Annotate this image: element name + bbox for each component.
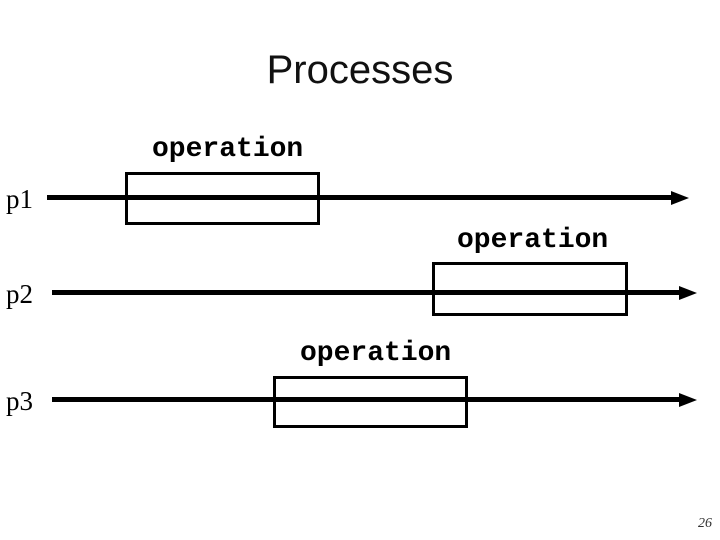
arrowhead-icon-p2 — [679, 285, 697, 300]
operation-label-p3: operation — [300, 338, 452, 369]
timeline-arrow-p1 — [47, 190, 689, 205]
timeline-arrow-p3 — [52, 392, 697, 407]
operation-label-p2: operation — [457, 225, 609, 256]
arrowhead-icon-p3 — [679, 392, 697, 407]
process-label-p3: p3 — [6, 386, 33, 416]
arrowhead-icon-p1 — [671, 190, 689, 205]
slide-title: Processes — [266, 48, 454, 92]
operation-box-p2 — [432, 262, 628, 316]
operation-box-p3 — [273, 376, 468, 428]
process-label-p2: p2 — [6, 279, 33, 309]
timeline-arrow-p2 — [52, 285, 697, 300]
page-number: 26 — [698, 516, 712, 531]
process-label-p1: p1 — [6, 184, 33, 214]
operation-label-p1: operation — [152, 134, 304, 165]
operation-box-p1 — [125, 172, 320, 225]
